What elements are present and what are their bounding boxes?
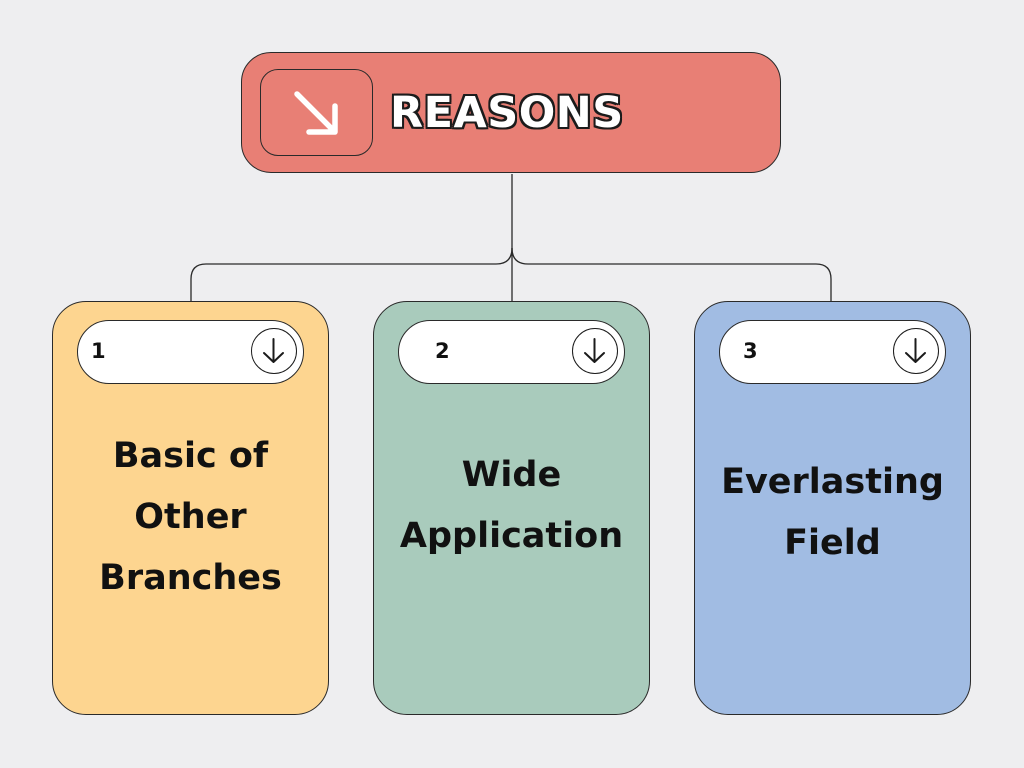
card-title-line: Basic of <box>112 436 269 476</box>
card-number-pill: 1 <box>77 320 304 384</box>
arrow-down-circle-icon <box>893 328 939 374</box>
card-number: 3 <box>743 339 758 363</box>
header-icon-box <box>260 69 373 156</box>
reasons-header: REASONS <box>241 52 781 173</box>
card-number: 1 <box>91 339 106 363</box>
card-number-pill: 2 <box>398 320 625 384</box>
card-title-line: Application <box>399 516 624 556</box>
arrow-down-right-icon <box>294 91 338 135</box>
card-title-line: Other <box>134 497 247 537</box>
card-number-pill: 3 <box>719 320 946 384</box>
arrow-down-circle-icon <box>572 328 618 374</box>
connector-branch-left <box>190 247 513 301</box>
reason-card-2: 2 Wide Application <box>373 301 650 715</box>
card-title-line: Everlasting <box>721 462 944 502</box>
card-title-line: Field <box>784 523 881 563</box>
reason-card-1: 1 Basic of Other Branches <box>52 301 329 715</box>
card-title-line: Wide <box>461 455 562 495</box>
arrow-down-circle-icon <box>251 328 297 374</box>
card-number: 2 <box>435 339 450 363</box>
reason-card-3: 3 Everlasting Field <box>694 301 971 715</box>
card-title: Basic of Other Branches <box>53 426 328 609</box>
card-title: Everlasting Field <box>695 452 970 574</box>
header-title: REASONS <box>390 88 624 138</box>
card-title-line: Branches <box>99 558 282 598</box>
card-title: Wide Application <box>374 445 649 567</box>
connector-branch-right <box>511 247 832 301</box>
